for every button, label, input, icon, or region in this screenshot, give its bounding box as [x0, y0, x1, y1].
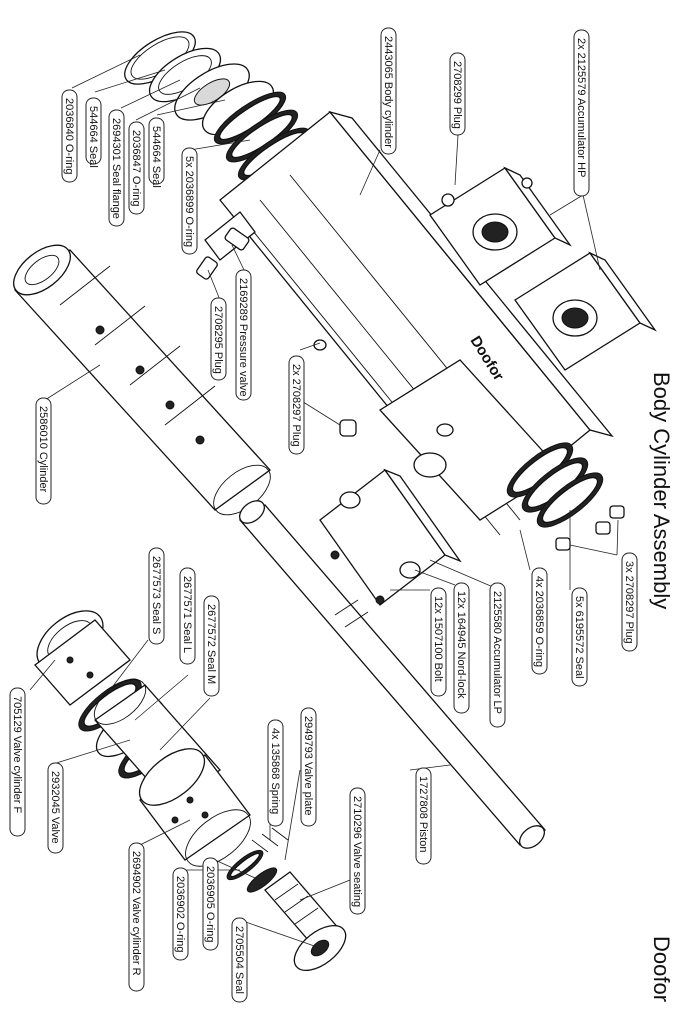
callout-label: 2677573 Seal S	[150, 556, 162, 634]
callout-1727808-piston: 1727808 Piston	[415, 767, 432, 865]
callout-label: 2125580 Accumulator LP	[491, 591, 503, 714]
callout-705129-valve-cylinder-f: 705129 Valve cylinder F	[9, 687, 26, 837]
callout-4x-2036859-o-ring: 4x 2036859 O-ring	[531, 567, 548, 675]
callout-2710296-valve-seating: 2710296 Valve seating	[349, 787, 366, 915]
callout-2677573-seal-s: 2677573 Seal S	[148, 547, 165, 645]
callout-label: 2443065 Body cylinder	[382, 36, 394, 148]
callout-label: 4x 135868 Spring	[269, 728, 281, 814]
callout-label: 2710296 Valve seating	[351, 796, 363, 907]
callout-label: 2694301 Seal flange	[110, 118, 122, 219]
accumulator-hp	[429, 166, 657, 371]
cylinder-2586010	[13, 244, 271, 516]
callout-label: 2036847 O-ring	[130, 130, 142, 206]
callout-label: 544664 Seal	[87, 106, 99, 168]
callout-2708299-plug: 2708299 Plug	[449, 52, 466, 136]
callout-label: 5x 6195572 Seal	[573, 596, 585, 679]
piston-1727808	[239, 500, 546, 849]
valve-seating	[264, 871, 347, 972]
callout-2443065-body-cylinder: 2443065 Body cylinder	[380, 27, 397, 155]
callout-label: 5x 2036899 O-ring	[183, 156, 195, 247]
callout-2036905-o-ring: 2036905 O-ring	[202, 857, 219, 951]
callout-2169289-pressure-valve: 2169289 Pressure valve	[235, 269, 252, 401]
callout-2677571-seal-l: 2677571 Seal L	[179, 567, 196, 665]
callout-2949793-valve-plate: 2949793 Valve plate	[300, 707, 317, 827]
callout-label: 2x 2708297 Plug	[290, 364, 302, 447]
callout-3x-2708297-plug: 3x 2708297 Plug	[621, 552, 638, 652]
callout-2708295-plug: 2708295 Plug	[210, 297, 227, 381]
callout-2036847-o-ring: 2036847 O-ring	[128, 121, 145, 215]
valve-cylinder-r	[138, 748, 251, 867]
callout-544664-seal-2: 544664 Seal	[148, 117, 165, 188]
callout-2677572-seal-m: 2677572 Seal M	[203, 595, 220, 697]
callout-label: 2036902 O-ring	[174, 876, 186, 952]
callout-2694902-valve-cylinder-r: 2694902 Valve cylinder R	[128, 842, 145, 992]
callout-label: 1727808 Piston	[417, 776, 429, 852]
callout-544664-seal-1: 544664 Seal	[85, 97, 102, 168]
brand-name: Doofor	[649, 936, 674, 1002]
callout-label: 2169289 Pressure valve	[237, 278, 249, 397]
callout-4x-135868-spring: 4x 135868 Spring	[267, 719, 284, 827]
callout-label: 2x 2125579 Accumulator HP	[575, 38, 587, 177]
callout-label: 4x 2036859 O-ring	[533, 576, 545, 667]
callout-label: 2694902 Valve cylinder R	[130, 851, 142, 976]
leader-lines	[29, 54, 619, 949]
callout-label: 2949793 Valve plate	[302, 716, 314, 816]
callout-label: 2708295 Plug	[212, 306, 224, 374]
plugs-right	[555, 505, 625, 551]
callout-2586010-cylinder: 2586010 Cylinder	[35, 397, 52, 505]
callout-5x-6195572-seal: 5x 6195572 Seal	[571, 587, 588, 687]
page-title: Body Cylinder Assembly	[649, 372, 674, 609]
accumulator-lp	[319, 468, 462, 606]
parts-drawing: Doofor	[13, 31, 657, 972]
callout-2705504-seal: 2705504 Seal	[231, 917, 248, 1003]
callout-label: 2036840 O-ring	[63, 98, 75, 174]
callout-label: 12x 1507100 Bolt	[432, 596, 444, 682]
seal-stack-top	[124, 31, 275, 136]
callout-2x-2125579-accumulator-hp: 2x 2125579 Accumulator HP	[573, 29, 590, 197]
callout-label: 705129 Valve cylinder F	[11, 696, 23, 813]
callout-label: 2036905 O-ring	[204, 866, 216, 942]
callout-2036840-o-ring: 2036840 O-ring	[61, 89, 78, 183]
callout-2036902-o-ring: 2036902 O-ring	[172, 867, 189, 961]
callout-2932045-valve: 2932045 Valve	[47, 762, 64, 854]
pressure-valve	[196, 227, 357, 437]
callout-label: 2677571 Seal L	[181, 576, 193, 653]
callout-label: 2932045 Valve	[49, 771, 61, 844]
callout-label: 2677572 Seal M	[205, 604, 217, 684]
callout-label: 12x 164945 Nord-lock	[455, 591, 467, 699]
callout-label: 2705504 Seal	[233, 926, 245, 994]
callout-label: 3x 2708297 Plug	[623, 561, 635, 644]
callout-2694301-seal-flange: 2694301 Seal flange	[108, 109, 125, 227]
callout-label: 544664 Seal	[150, 126, 162, 188]
callout-label: 2586010 Cylinder	[37, 406, 49, 493]
callout-12x-164945-nord-lock: 12x 164945 Nord-lock	[453, 582, 470, 714]
callout-labels: 2036840 O-ring 544664 Seal 2694301 Seal …	[9, 27, 638, 1003]
callout-12x-1507100-bolt: 12x 1507100 Bolt	[430, 587, 447, 697]
callout-5x-2036899-o-ring: 5x 2036899 O-ring	[181, 147, 198, 255]
seal-stack-right	[506, 442, 604, 528]
valve-cylinder-f	[34, 610, 131, 706]
callout-2125580-accumulator-lp: 2125580 Accumulator LP	[489, 582, 506, 728]
callout-label: 2708299 Plug	[451, 61, 463, 129]
callout-2x-2708297-plug-left: 2x 2708297 Plug	[288, 355, 305, 455]
